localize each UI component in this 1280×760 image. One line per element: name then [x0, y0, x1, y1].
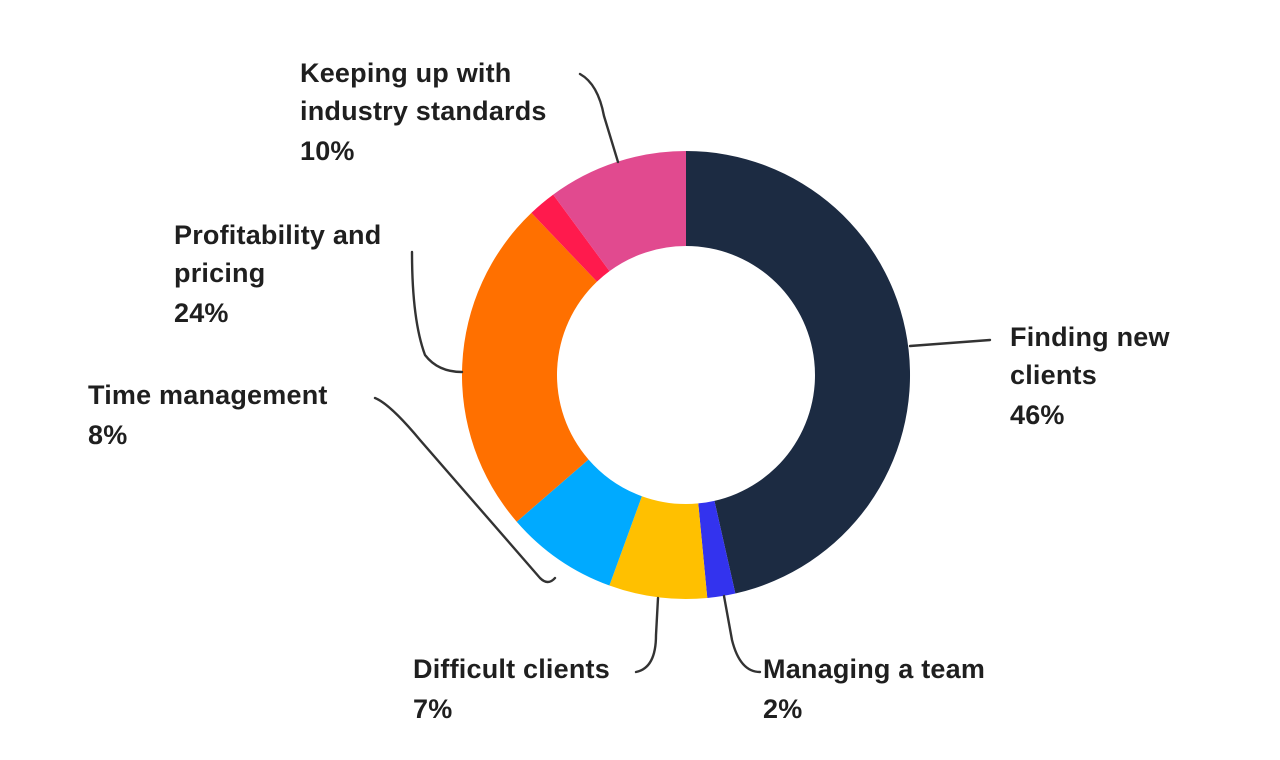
label-keeping-up-with-industry-standards: Keeping up with industry standards 10% — [300, 54, 600, 170]
slice-finding-new-clients-0 — [686, 151, 911, 594]
slice-keeping-up-with-industry-standards-6 — [553, 151, 686, 272]
label-managing-a-team: Managing a team 2% — [763, 650, 1043, 728]
slice-name: Keeping up with industry standards — [300, 58, 547, 126]
slice-difficult-clients-2 — [609, 496, 708, 600]
leader-line-managing-team — [722, 594, 762, 674]
slice-unlabeled-5 — [531, 194, 610, 282]
slice-percent: 7% — [413, 694, 453, 724]
leader-line-time-management — [373, 396, 557, 584]
leader-line-finding-new-clients — [908, 338, 992, 348]
leader-line-keeping-up — [578, 72, 620, 164]
label-finding-new-clients: Finding new clients 46% — [1010, 318, 1200, 434]
slice-profitability-and-pricing-4 — [461, 212, 597, 522]
slice-name: Finding new clients — [1010, 322, 1170, 390]
donut-slices — [461, 151, 911, 600]
slice-percent: 46% — [1010, 400, 1065, 430]
slice-name: Difficult clients — [413, 654, 610, 684]
slice-percent: 2% — [763, 694, 803, 724]
label-difficult-clients: Difficult clients 7% — [413, 650, 653, 728]
leader-line-profitability — [410, 250, 464, 374]
slice-name: Time management — [88, 380, 328, 410]
slice-time-management-3 — [516, 459, 642, 586]
slice-percent: 24% — [174, 298, 229, 328]
label-time-management: Time management 8% — [88, 376, 388, 454]
slice-name: Managing a team — [763, 654, 986, 684]
label-profitability-and-pricing: Profitability and pricing 24% — [174, 216, 434, 332]
slice-name: Profitability and pricing — [174, 220, 382, 288]
leader-line-difficult-clients — [634, 596, 660, 674]
slice-percent: 8% — [88, 420, 128, 450]
slice-managing-a-team-1 — [698, 500, 736, 598]
slice-percent: 10% — [300, 136, 355, 166]
